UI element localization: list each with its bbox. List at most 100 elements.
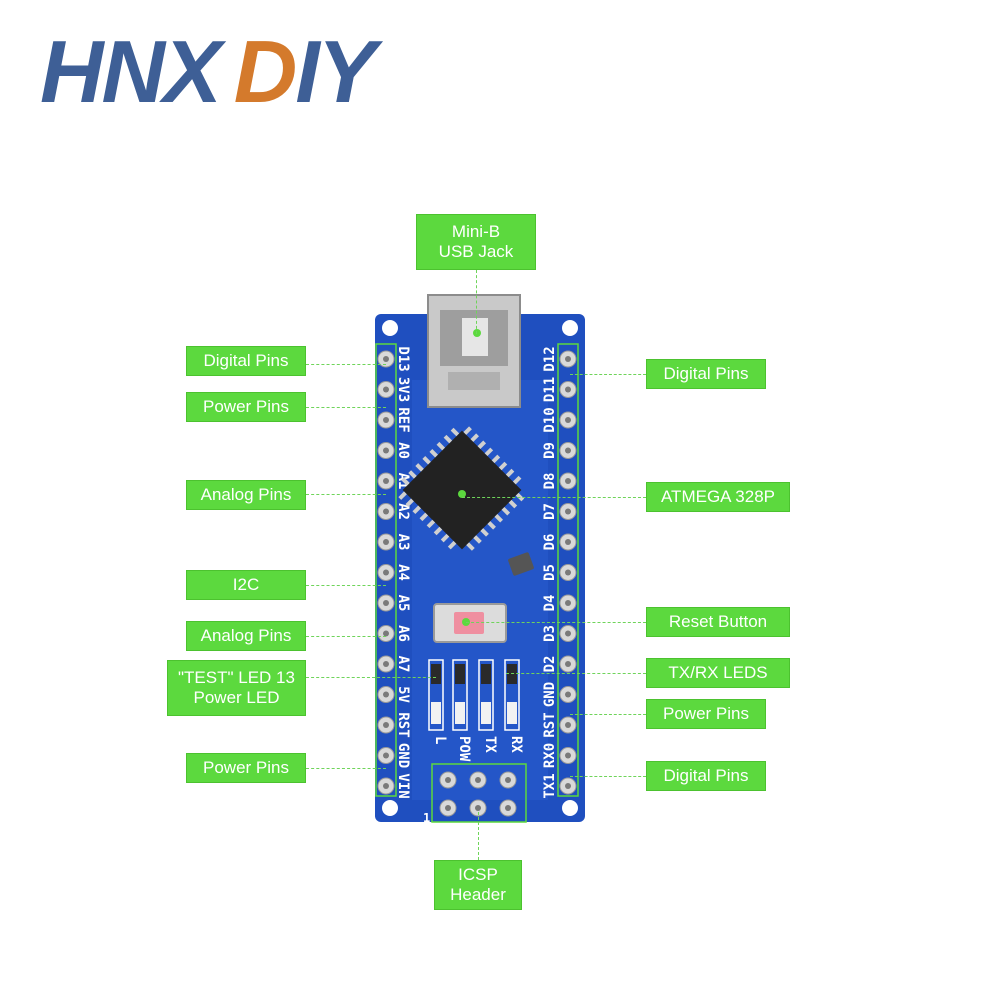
left-header-pad-hole: [383, 783, 389, 789]
right-header-pad-hole: [565, 447, 571, 454]
left-pin-label: A3: [395, 534, 411, 551]
left-header-pad-hole: [383, 569, 389, 576]
label-i2c: I2C: [186, 570, 306, 600]
label-usb-jack: Mini-B USB Jack: [416, 214, 536, 270]
mounting-hole: [382, 320, 398, 336]
leader-icsp: [478, 812, 479, 860]
label-test-led: "TEST" LED 13 Power LED: [167, 660, 306, 716]
left-pin-label: 5V: [395, 686, 411, 703]
leader-digital-right-top: [570, 374, 646, 375]
led-label-rx: RX: [508, 736, 524, 753]
leader-atmega: [462, 497, 646, 498]
right-pin-label: RX0: [542, 743, 558, 768]
right-pin-label: D6: [542, 534, 558, 551]
left-pin-label: A6: [395, 625, 411, 642]
led-rx: [507, 702, 517, 724]
left-pin-label: D13: [395, 346, 411, 371]
right-pin-label: TX1: [542, 773, 558, 798]
left-pin-label: A4: [395, 564, 411, 581]
logo-text-d: D: [233, 22, 298, 121]
right-pin-label: GND: [542, 682, 558, 707]
mounting-hole: [382, 800, 398, 816]
leader-txrx: [506, 673, 646, 674]
atmega-marker: [458, 490, 466, 498]
usb-jack-marker: [473, 329, 481, 337]
right-pin-label: D11: [542, 377, 558, 402]
label-digital-pins-right-top: Digital Pins: [646, 359, 766, 389]
label-analog-pins-left-bottom: Analog Pins: [186, 621, 306, 651]
led-label-l: L: [432, 736, 448, 744]
led-l: [431, 702, 441, 724]
right-header-pad-hole: [565, 417, 571, 423]
icsp-pads: [439, 771, 517, 817]
leader-digital-left: [306, 364, 386, 365]
leader-analog-left-top: [306, 494, 386, 495]
right-header-pad-hole: [565, 722, 571, 728]
left-header-pad-hole: [383, 630, 389, 637]
usb-jack-tongue: [462, 318, 488, 356]
leader-analog-left-bottom: [306, 636, 386, 637]
right-header-pad-hole: [565, 569, 571, 576]
left-header-pad-hole: [383, 356, 389, 362]
label-power-pins-left-top: Power Pins: [186, 392, 306, 422]
left-header-pad-hole: [383, 691, 389, 698]
right-pin-label: RST: [542, 712, 558, 737]
logo-text-hnx: HNX: [40, 22, 222, 121]
right-header-pad-hole: [565, 783, 571, 789]
right-header-pad-hole: [565, 356, 571, 362]
right-pin-label: D4: [542, 595, 558, 612]
led-group: [428, 659, 520, 731]
left-pin-label: RST: [395, 712, 411, 737]
label-usb-line2: USB Jack: [438, 242, 514, 261]
label-digital-pins-left: Digital Pins: [186, 346, 306, 376]
label-test-led-line1: "TEST" LED 13: [178, 668, 295, 687]
icsp-header-outline: [431, 763, 527, 823]
crystal: [508, 552, 534, 576]
left-header-pad-hole: [383, 508, 389, 515]
leader-test-led: [306, 677, 436, 678]
right-header-pad-hole: [565, 691, 571, 698]
left-header-outline: [375, 343, 397, 797]
left-pin-label: A7: [395, 656, 411, 673]
right-pin-label: D12: [542, 346, 558, 371]
right-pin-label: D8: [542, 473, 558, 490]
left-header-pad-hole: [383, 417, 389, 423]
label-icsp-line2: Header: [450, 885, 506, 904]
right-pin-label: D7: [542, 503, 558, 520]
right-header-pad-hole: [565, 752, 571, 759]
leader-i2c: [306, 585, 386, 586]
leader-usb: [476, 270, 477, 334]
led-pow: [455, 702, 465, 724]
label-power-pins-left-bottom: Power Pins: [186, 753, 306, 783]
left-header-pad-hole: [383, 539, 389, 545]
label-power-pins-right: Power Pins: [646, 699, 766, 729]
label-txrx-leds: TX/RX LEDS: [646, 658, 790, 688]
label-analog-pins-left-top: Analog Pins: [186, 480, 306, 510]
right-pin-label: D5: [542, 564, 558, 581]
leader-power-left-bottom: [306, 768, 386, 769]
label-digital-pins-right-bottom: Digital Pins: [646, 761, 766, 791]
label-icsp-header: ICSP Header: [434, 860, 522, 910]
right-header-pad-hole: [565, 478, 571, 484]
right-header-outline: [557, 343, 579, 797]
right-pin-label: D2: [542, 656, 558, 673]
label-atmega: ATMEGA 328P: [646, 482, 790, 512]
leader-reset: [466, 622, 646, 623]
left-pin-label: REF: [395, 407, 411, 432]
right-header-pad-hole: [565, 386, 571, 393]
right-header-pad-hole: [565, 539, 571, 545]
left-pin-label: GND: [395, 743, 411, 768]
left-header-pad-hole: [383, 661, 389, 667]
led-label-tx: TX: [482, 736, 498, 753]
left-header-pad-hole: [383, 447, 389, 454]
mounting-hole: [562, 800, 578, 816]
left-header-pad-hole: [383, 386, 389, 393]
leader-power-right: [570, 714, 646, 715]
left-header-pad-hole: [383, 752, 389, 759]
left-header-pad-hole: [383, 478, 389, 484]
led-label-pow: POW: [456, 736, 472, 762]
label-reset-button: Reset Button: [646, 607, 790, 637]
logo-text-iy: IY: [295, 22, 376, 121]
left-pin-label: A0: [395, 442, 411, 459]
